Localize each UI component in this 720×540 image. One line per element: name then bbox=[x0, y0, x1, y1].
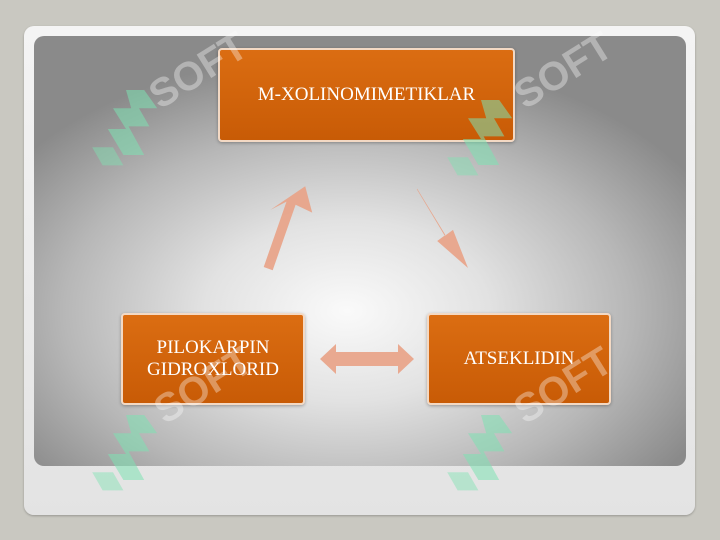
node-label: ATSEKLIDIN bbox=[463, 348, 575, 369]
arrow-top-to-right bbox=[416, 188, 468, 268]
arrow-left-to-top bbox=[263, 186, 313, 271]
node-m-xolinomimetiklar: M-XOLINOMIMETIKLAR bbox=[218, 48, 515, 142]
arrow-left-right-double bbox=[320, 344, 414, 374]
node-label: PILOKARPIN GIDROXLORID bbox=[147, 337, 279, 380]
node-atseklidin: ATSEKLIDIN bbox=[427, 313, 611, 405]
node-label: M-XOLINOMIMETIKLAR bbox=[257, 84, 476, 105]
node-pilokarpin-gidroxlorid: PILOKARPIN GIDROXLORID bbox=[121, 313, 305, 405]
